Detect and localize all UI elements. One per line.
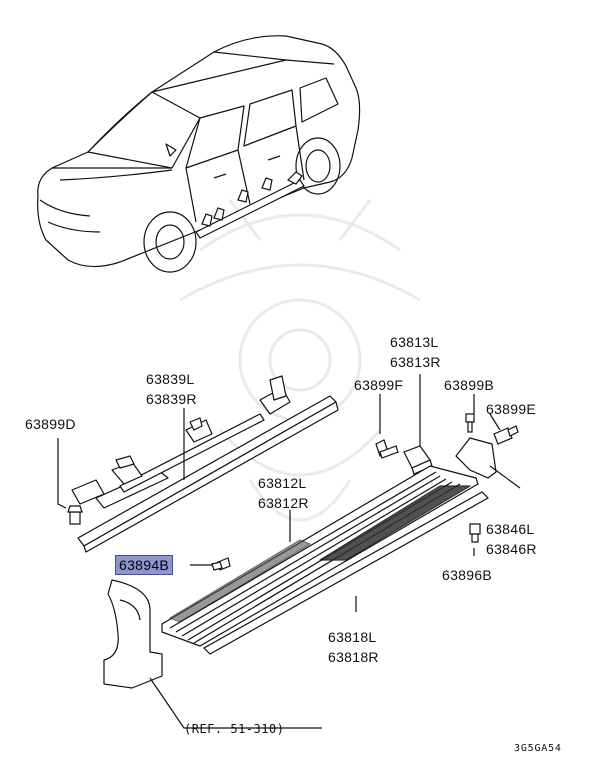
label-63812L: 63812L — [258, 475, 307, 491]
label-63894B-highlighted[interactable]: 63894B — [115, 555, 174, 575]
label-63899B: 63899B — [444, 377, 495, 393]
bracket-63813 — [403, 445, 433, 475]
bolt-63899F — [375, 439, 399, 459]
end-cap-63846 — [455, 437, 497, 479]
screw-63894B — [211, 557, 231, 571]
leader-lines — [57, 374, 521, 729]
label-63899E: 63899E — [486, 401, 537, 417]
support-bracket-63839 — [71, 375, 339, 553]
label-63839L: 63839L — [146, 371, 195, 387]
label-63846R: 63846R — [486, 541, 537, 557]
bolt-63899E — [493, 425, 519, 445]
label-63818R: 63818R — [328, 649, 379, 665]
label-63899F: 63899F — [354, 377, 404, 393]
car-side-step — [195, 171, 305, 239]
label-63846L: 63846L — [486, 521, 535, 537]
bolt-63899D — [67, 505, 83, 525]
label-63813R: 63813R — [390, 354, 441, 370]
label-63899D: 63899D — [25, 416, 76, 432]
figure-code: 3G5GA54 — [514, 743, 562, 754]
moulding-63818 — [203, 491, 489, 655]
label-63813L: 63813L — [390, 334, 439, 350]
label-ref-51-310: (REF. 51-310) — [184, 722, 285, 736]
side-step-63812 — [161, 465, 479, 647]
label-63839R: 63839R — [146, 391, 197, 407]
label-63818L: 63818L — [328, 629, 377, 645]
clip-63896B — [469, 523, 481, 543]
label-63812R: 63812R — [258, 495, 309, 511]
bolt-63899B — [465, 413, 475, 433]
mud-guard-ref — [103, 579, 163, 689]
car-outline — [37, 35, 361, 273]
label-63896B: 63896B — [442, 567, 493, 583]
